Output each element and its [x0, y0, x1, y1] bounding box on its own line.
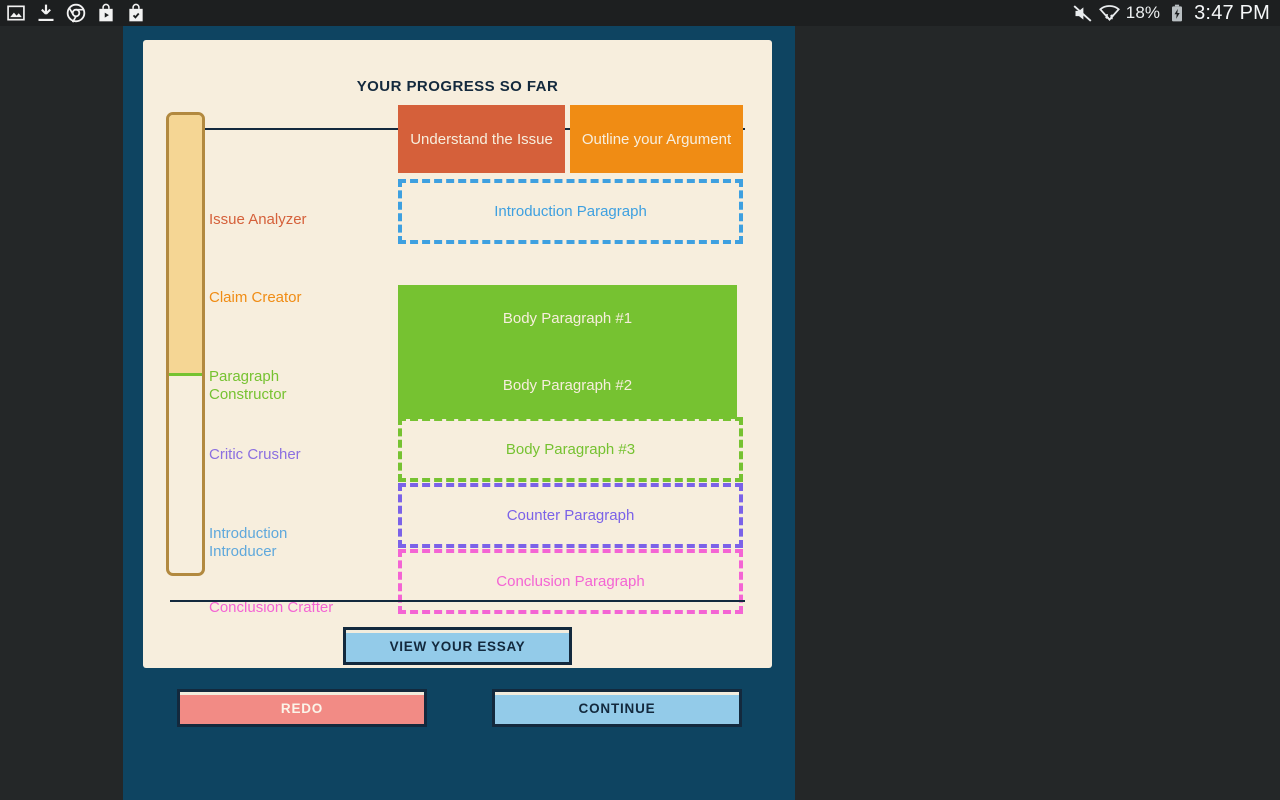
mute-icon [1072, 3, 1092, 23]
play-store-installed-icon [126, 3, 146, 23]
block-introduction-paragraph[interactable]: Introduction Paragraph [398, 179, 743, 244]
gallery-icon [6, 3, 26, 23]
stage-label: Claim Creator [209, 289, 302, 306]
block-counter-paragraph[interactable]: Counter Paragraph [398, 483, 743, 548]
status-clock: 3:47 PM [1194, 1, 1270, 24]
stage-label: Critic Crusher [209, 446, 301, 463]
stage-label: Conclusion Crafter [209, 599, 334, 616]
chrome-icon [66, 3, 86, 23]
progress-track [166, 112, 205, 576]
stage-label: Introduction Introducer [209, 525, 288, 560]
block-body-paragraph-2[interactable]: Body Paragraph #2 [398, 352, 737, 419]
play-store-icon [96, 3, 116, 23]
progress-fill [169, 115, 202, 377]
page-title: YOUR PROGRESS SO FAR [356, 78, 559, 95]
stage-label: Issue Analyzer [209, 211, 307, 228]
battery-percent-label: 18% [1125, 3, 1161, 22]
status-notification-icons [6, 3, 146, 23]
divider-bottom [170, 600, 745, 602]
android-status-bar: 18% 3:47 PM [0, 0, 1280, 26]
wifi-icon [1098, 3, 1120, 23]
block-outline-your-argument[interactable]: Outline your Argument [570, 105, 743, 173]
redo-button[interactable]: REDO [177, 689, 427, 727]
block-body-paragraph-1[interactable]: Body Paragraph #1 [398, 285, 737, 352]
battery-charging-icon [1167, 3, 1187, 23]
block-understand-the-issue[interactable]: Understand the Issue [398, 105, 565, 173]
block-conclusion-paragraph[interactable]: Conclusion Paragraph [398, 549, 743, 614]
continue-button[interactable]: CONTINUE [492, 689, 742, 727]
download-icon [36, 3, 56, 23]
view-essay-button[interactable]: VIEW YOUR ESSAY [343, 627, 572, 665]
stage-label: Paragraph Constructor [209, 368, 287, 403]
status-system-icons: 18% 3:47 PM [1072, 2, 1270, 25]
block-body-paragraph-3[interactable]: Body Paragraph #3 [398, 417, 743, 482]
